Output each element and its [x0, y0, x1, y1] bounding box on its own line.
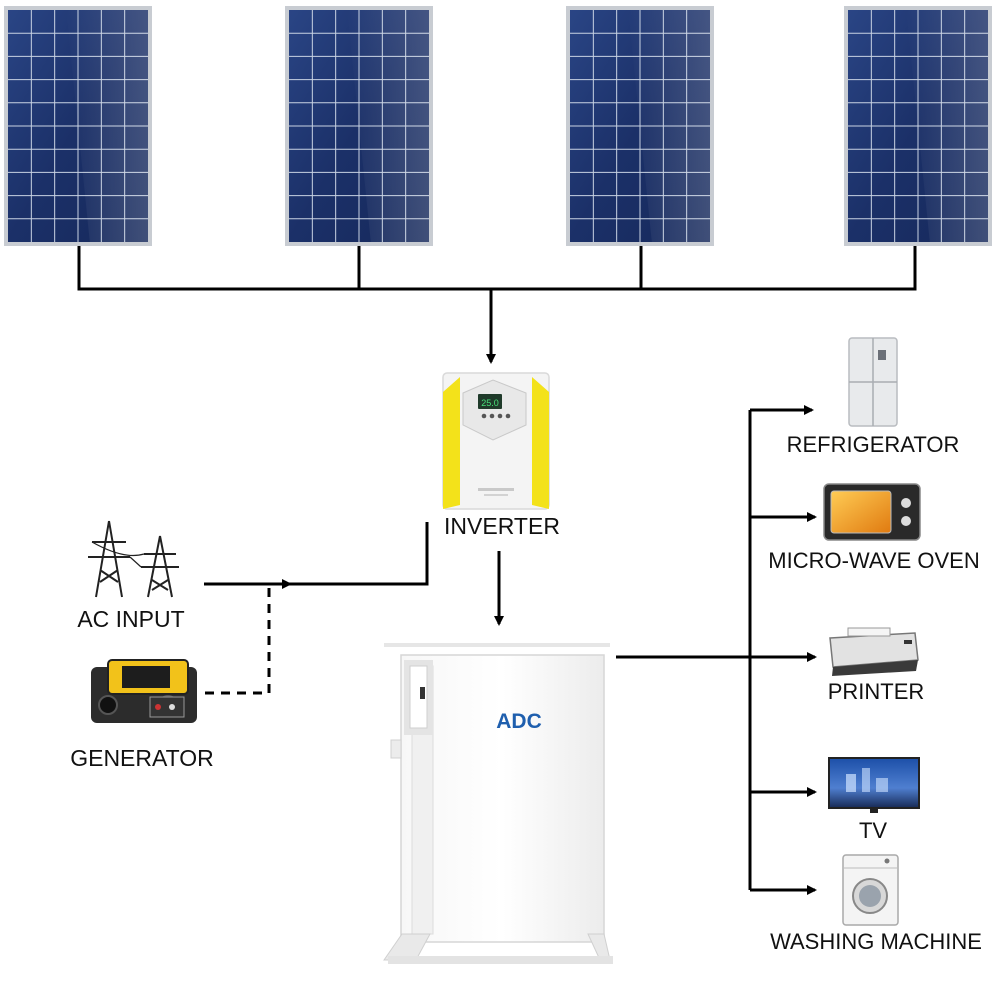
solar-panel-icon — [566, 6, 714, 246]
ac-input-label: AC INPUT — [77, 606, 184, 632]
power-pylon-icon — [88, 520, 179, 598]
washing-machine: WASHING MACHINE — [770, 854, 982, 954]
ac-input: AC INPUT — [77, 520, 185, 632]
inverter-display-value: 25.0 — [481, 398, 499, 408]
output-wiring — [616, 405, 817, 895]
printer: PRINTER — [828, 627, 925, 704]
generator-icon — [91, 659, 197, 723]
tv-label: TV — [859, 818, 887, 843]
solar-panel-4 — [844, 6, 992, 246]
inverter-icon — [442, 372, 550, 510]
solar-panel-icon — [285, 6, 433, 246]
refrigerator: REFRIGERATOR — [787, 337, 960, 457]
battery: ADC — [383, 643, 613, 964]
generator: GENERATOR — [70, 659, 214, 771]
refrigerator-icon — [848, 337, 898, 427]
solar-panel-icon — [844, 6, 992, 246]
ac-wiring — [204, 522, 429, 695]
microwave: MICRO-WAVE OVEN — [768, 483, 980, 573]
microwave-label: MICRO-WAVE OVEN — [768, 548, 979, 573]
refrigerator-label: REFRIGERATOR — [787, 432, 960, 457]
panel-glare — [347, 10, 429, 242]
washing-machine-label: WASHING MACHINE — [770, 929, 982, 954]
battery-brand: ADC — [496, 710, 542, 733]
generator-label: GENERATOR — [70, 745, 214, 771]
panel-glare — [66, 10, 148, 242]
solar-panel-icon — [4, 6, 152, 246]
tv: TV — [828, 757, 920, 843]
panel-wiring — [77, 246, 917, 364]
panel-glare — [628, 10, 710, 242]
solar-panel-1 — [4, 6, 152, 246]
solar-panel-3 — [566, 6, 714, 246]
microwave-icon — [823, 483, 921, 541]
washing-machine-icon — [842, 854, 899, 926]
solar-panel-2 — [285, 6, 433, 246]
tv-icon — [828, 757, 920, 813]
inverter-label: INVERTER — [444, 513, 560, 539]
inverter: 25.0 INVERTER — [442, 372, 560, 539]
printer-icon — [829, 627, 919, 676]
battery-icon — [383, 643, 613, 964]
panel-glare — [906, 10, 988, 242]
printer-label: PRINTER — [828, 679, 925, 704]
